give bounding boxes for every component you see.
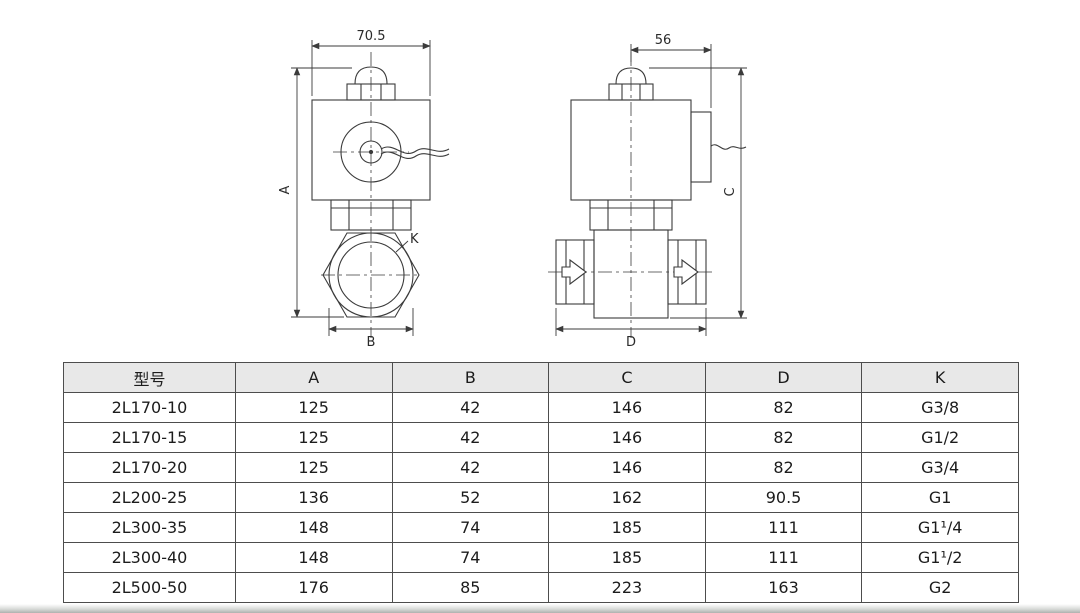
cap-dome bbox=[354, 66, 388, 85]
cell-k: G3/8 bbox=[861, 392, 1019, 423]
thread-dim-label: K bbox=[410, 232, 419, 247]
cell-model: 2L170-10 bbox=[63, 392, 236, 423]
cell-b: 85 bbox=[391, 572, 550, 603]
valve-technical-drawing: 70.5 A K B 56 C D bbox=[278, 29, 747, 350]
front-height-dim-label: A bbox=[278, 185, 293, 194]
col-header-k: K bbox=[861, 362, 1019, 393]
valve-port-circle bbox=[337, 241, 405, 309]
cell-d: 82 bbox=[704, 452, 863, 483]
col-header-d: D bbox=[704, 362, 863, 393]
cell-k: G2 bbox=[861, 572, 1019, 603]
cell-c: 146 bbox=[548, 452, 706, 483]
side-dimensions bbox=[555, 44, 747, 336]
dim-labels: 70.5 A K B 56 C D bbox=[278, 29, 738, 350]
cell-model: 2L300-35 bbox=[63, 512, 236, 543]
table-row: 2L500-50 176 85 223 163 G2 bbox=[63, 572, 1019, 603]
cell-d: 111 bbox=[704, 512, 863, 543]
cell-a: 125 bbox=[234, 392, 393, 423]
side-width-dim-label: D bbox=[626, 335, 636, 350]
table-row: 2L170-10 125 42 146 82 G3/8 bbox=[63, 392, 1019, 423]
header-row: 型号 A B C D K bbox=[63, 362, 1019, 393]
front-top-dim-label: 70.5 bbox=[357, 29, 386, 44]
cell-d: 111 bbox=[704, 542, 863, 573]
cell-k: G1¹/4 bbox=[861, 512, 1019, 543]
side-top-dim-label: 56 bbox=[655, 33, 672, 48]
col-header-model: 型号 bbox=[63, 362, 236, 393]
terminal-box bbox=[690, 111, 712, 183]
front-view bbox=[311, 52, 450, 338]
side-height-dim-label: C bbox=[723, 187, 738, 196]
cell-b: 42 bbox=[391, 452, 550, 483]
cell-model: 2L500-50 bbox=[63, 572, 236, 603]
front-width-dim-label: B bbox=[367, 335, 376, 350]
cell-d: 82 bbox=[704, 422, 863, 453]
cell-k: G1/2 bbox=[861, 422, 1019, 453]
table-row: 2L170-20 125 42 146 82 G3/4 bbox=[63, 452, 1019, 483]
cell-a: 136 bbox=[234, 482, 393, 513]
cell-model: 2L300-40 bbox=[63, 542, 236, 573]
cell-a: 125 bbox=[234, 422, 393, 453]
cell-c: 146 bbox=[548, 392, 706, 423]
cell-d: 163 bbox=[704, 572, 863, 603]
cell-model: 2L200-25 bbox=[63, 482, 236, 513]
cell-c: 185 bbox=[548, 542, 706, 573]
col-header-a: A bbox=[234, 362, 393, 393]
cell-b: 42 bbox=[391, 392, 550, 423]
cell-c: 223 bbox=[548, 572, 706, 603]
table-row: 2L300-35 148 74 185 111 G1¹/4 bbox=[63, 512, 1019, 543]
coil-boss-inner bbox=[359, 140, 383, 164]
table-row: 2L170-15 125 42 146 82 G1/2 bbox=[63, 422, 1019, 453]
col-header-b: B bbox=[391, 362, 550, 393]
cell-d: 90.5 bbox=[704, 482, 863, 513]
cell-k: G1¹/2 bbox=[861, 542, 1019, 573]
inlet-fitting bbox=[555, 239, 595, 305]
cell-k: G3/4 bbox=[861, 452, 1019, 483]
valve-body-circle bbox=[328, 232, 414, 318]
cell-c: 146 bbox=[548, 422, 706, 453]
lead-wire bbox=[380, 151, 450, 159]
side-view bbox=[548, 52, 747, 338]
bonnet-hex-front bbox=[330, 199, 412, 231]
cap-dome bbox=[615, 67, 647, 85]
cell-k: G1 bbox=[861, 482, 1019, 513]
table-row: 2L300-40 148 74 185 111 G1¹/2 bbox=[63, 542, 1019, 573]
thread-leader-line bbox=[395, 240, 409, 253]
valve-body-hexagon bbox=[322, 232, 420, 318]
flow-arrow-icon bbox=[673, 258, 699, 286]
cell-model: 2L170-15 bbox=[63, 422, 236, 453]
cell-a: 148 bbox=[234, 512, 393, 543]
lead-wire bbox=[380, 146, 450, 154]
cell-a: 148 bbox=[234, 542, 393, 573]
spec-table: 型号 A B C D K 2L170-10 125 42 146 82 G3/8… bbox=[63, 362, 1019, 603]
cell-a: 176 bbox=[234, 572, 393, 603]
front-dimensions bbox=[291, 40, 431, 336]
cell-b: 74 bbox=[391, 512, 550, 543]
cell-c: 185 bbox=[548, 512, 706, 543]
outlet-fitting bbox=[667, 239, 707, 305]
cell-b: 74 bbox=[391, 542, 550, 573]
page-bottom-edge bbox=[0, 604, 1080, 613]
cell-c: 162 bbox=[548, 482, 706, 513]
cell-model: 2L170-20 bbox=[63, 452, 236, 483]
col-header-c: C bbox=[548, 362, 706, 393]
cell-a: 125 bbox=[234, 452, 393, 483]
cell-b: 52 bbox=[391, 482, 550, 513]
cell-b: 42 bbox=[391, 422, 550, 453]
table-row: 2L200-25 136 52 162 90.5 G1 bbox=[63, 482, 1019, 513]
flow-arrow-icon bbox=[561, 258, 587, 286]
cell-d: 82 bbox=[704, 392, 863, 423]
